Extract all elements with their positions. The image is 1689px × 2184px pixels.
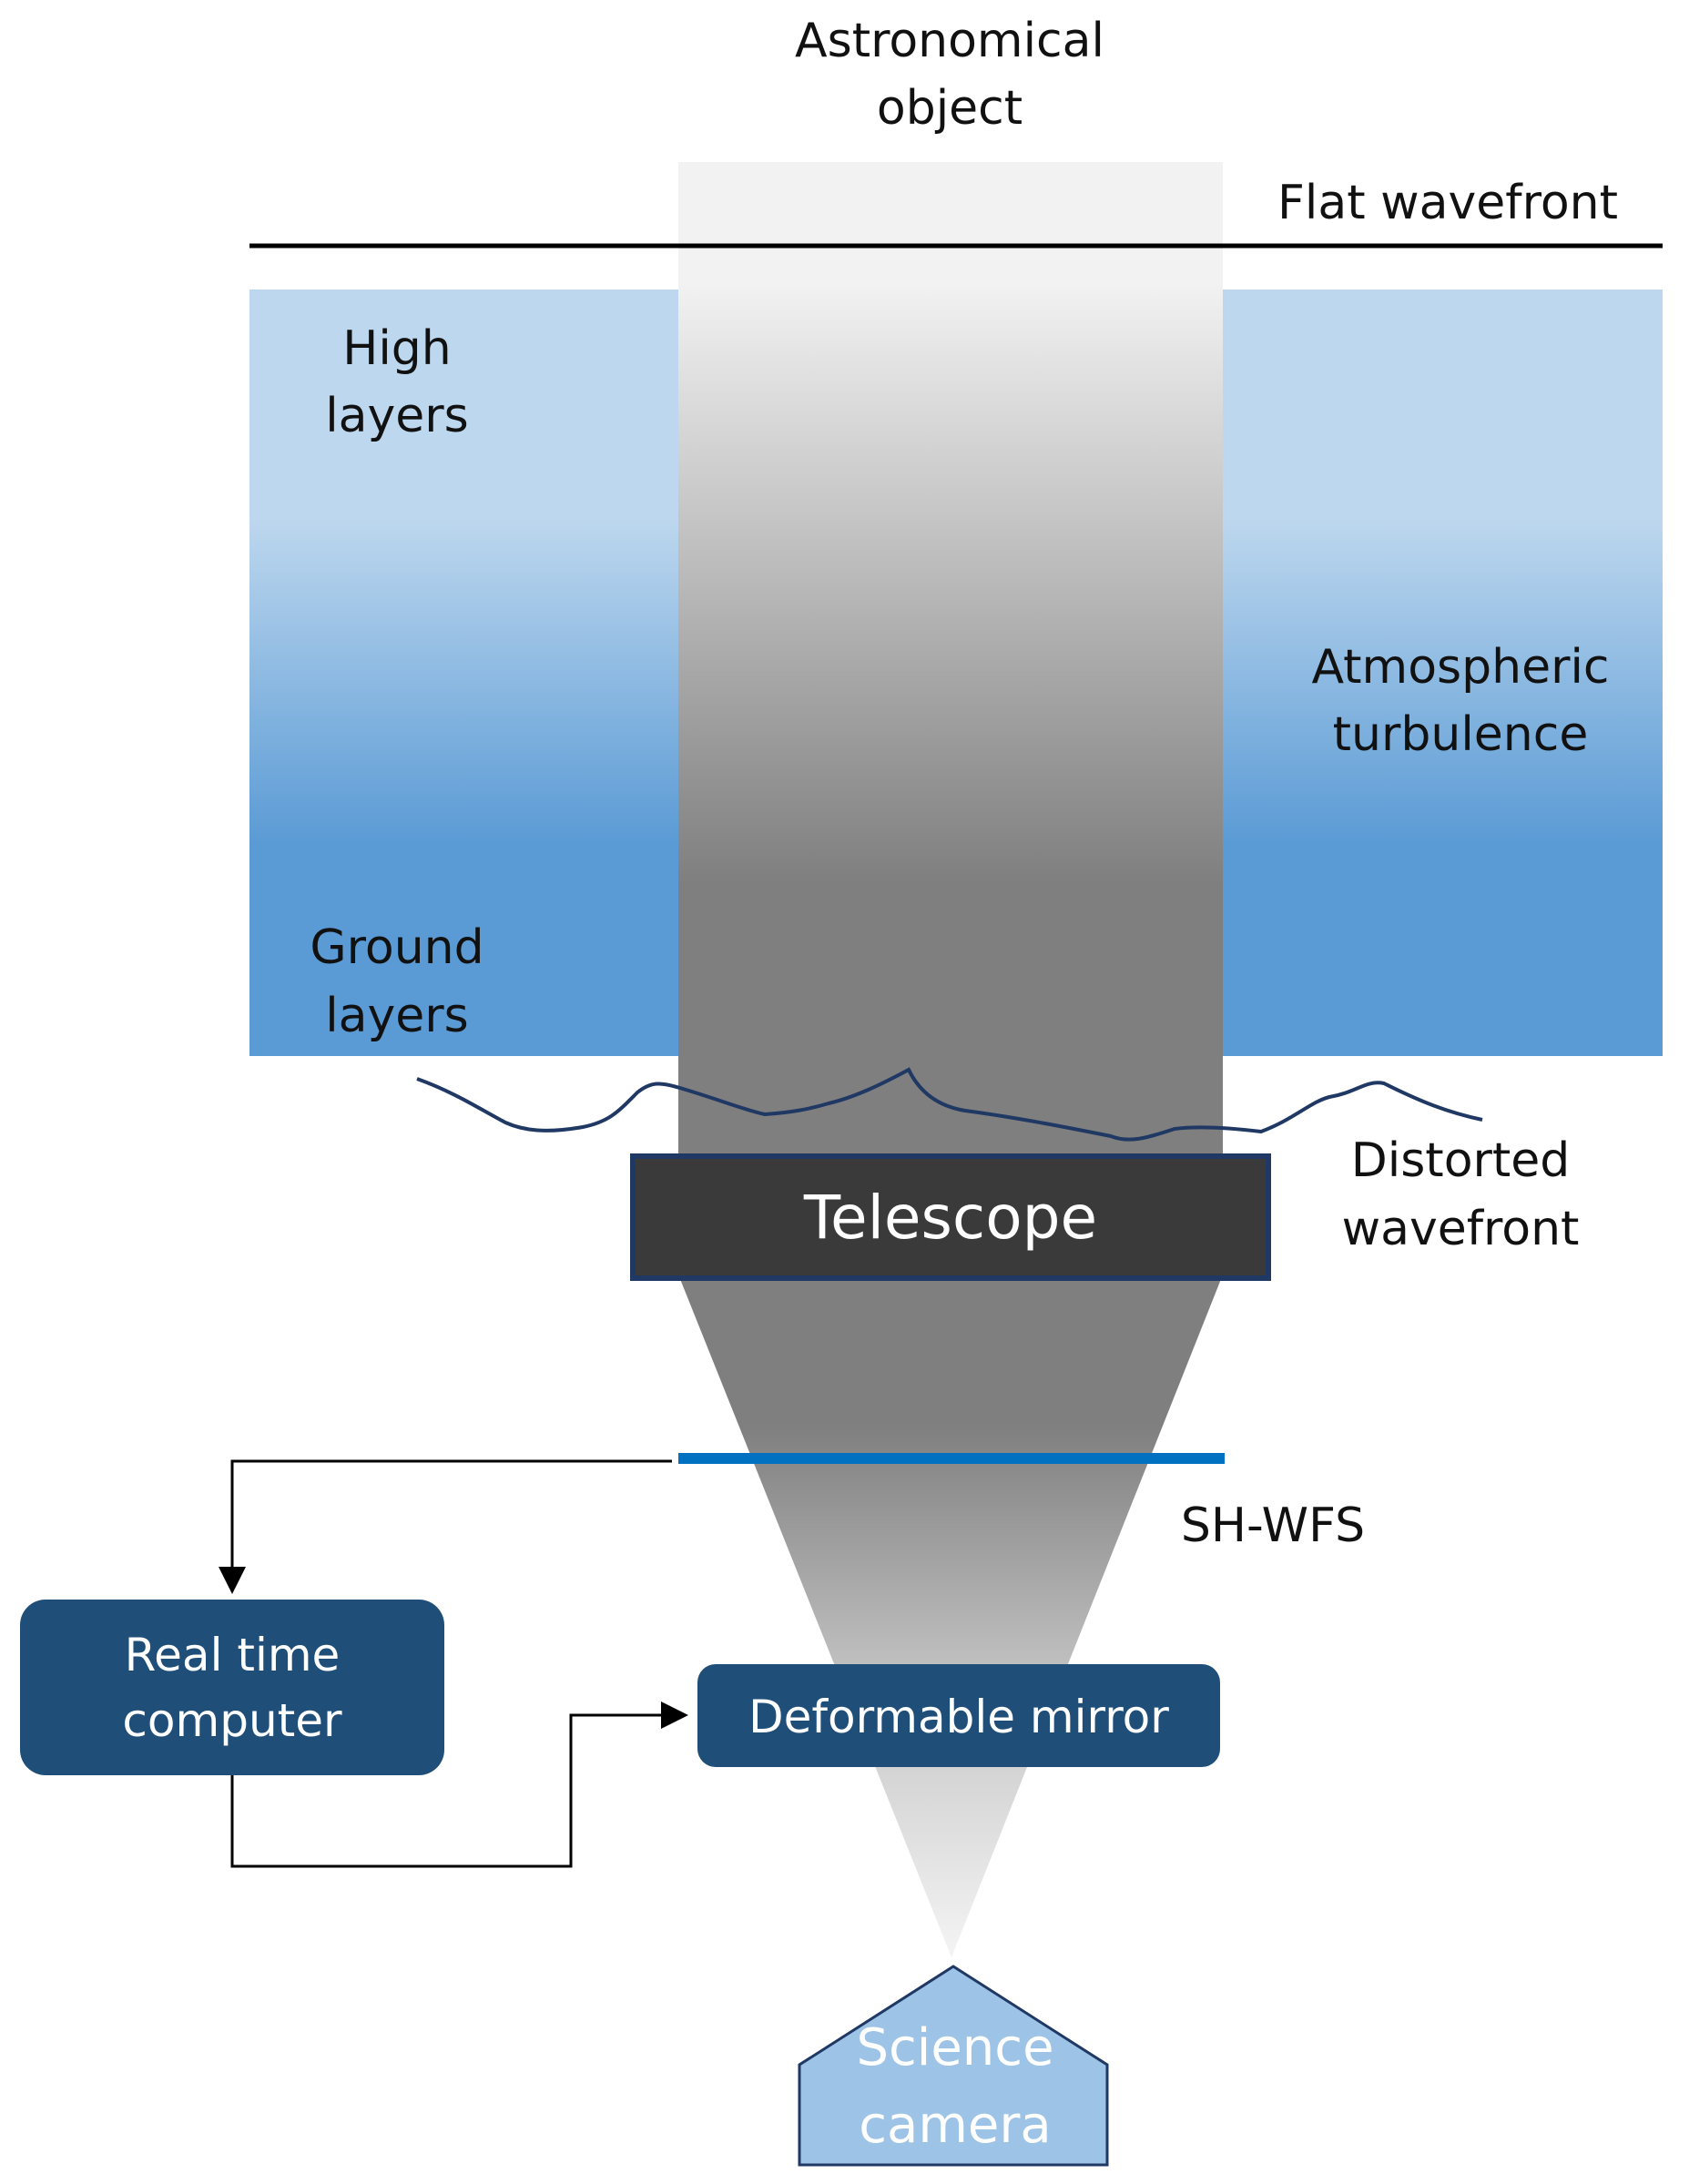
object-label-line2: object [877,81,1023,136]
deformable-mirror-box [697,1664,1220,1767]
camera-label-line2: camera [859,2096,1051,2155]
camera-label-line1: Science [856,2018,1053,2077]
distorted-wavefront-curve [416,1067,1483,1142]
deformable-mirror-label: Deformable mirror [748,1691,1169,1743]
telescope-box [630,1153,1271,1281]
ground-layers-label-line1: Ground [310,920,483,975]
light-beam [678,162,1223,1163]
sh-wfs-label: SH-WFS [1181,1498,1365,1553]
high-layers-label-line2: layers [325,389,469,443]
science-camera-shape [798,1965,1109,2167]
computer-to-mirror-arrow [230,1701,688,1868]
rtc-label-line2: computer [122,1694,342,1747]
real-time-computer-box [20,1600,444,1775]
turbulence-label-line2: turbulence [1333,707,1589,762]
light-cone [678,1275,1223,1957]
telescope-label: Telescope [803,1183,1097,1253]
sensor-to-computer-arrow [219,1459,672,1594]
object-label-line1: Astronomical [795,14,1104,68]
high-layers-label-line1: High [342,321,452,376]
turbulence-label-line1: Atmospheric [1312,640,1610,695]
distorted-wavefront-label-line2: wavefront [1342,1202,1580,1256]
rtc-label-line1: Real time [125,1629,341,1681]
distorted-wavefront-label-line1: Distorted [1351,1133,1571,1188]
flat-wavefront-label: Flat wavefront [1277,176,1618,230]
ground-layers-label-line2: layers [325,989,469,1043]
